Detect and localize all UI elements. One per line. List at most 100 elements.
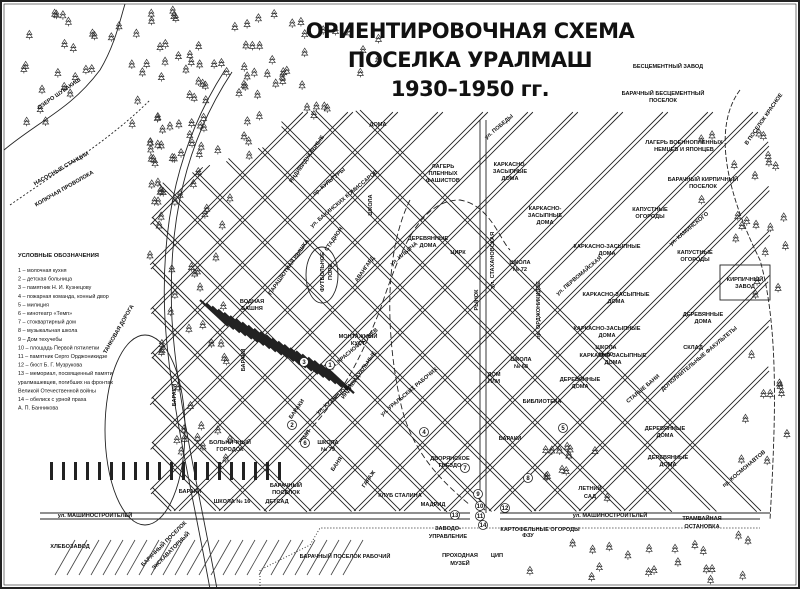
tree-icon xyxy=(243,116,252,126)
barrack-building xyxy=(98,462,101,480)
tree-icon xyxy=(146,137,154,148)
map-label-school68b: № 68 xyxy=(514,364,528,370)
marker-number: 11 xyxy=(477,514,484,520)
map-label-football1: ФУТБОЛЬНОЕ xyxy=(320,252,326,292)
map-label-wood3a: ДЕРЕВЯННЫЕ xyxy=(648,455,689,461)
tree-icon xyxy=(255,40,264,51)
tree-icon xyxy=(133,95,142,106)
tree-icon xyxy=(217,338,225,349)
legend: УСЛОВНЫЕ ОБОЗНАЧЕНИЯ 1 – молочная кухня2… xyxy=(18,253,113,412)
tree-icon xyxy=(738,570,747,581)
railway-west-2 xyxy=(170,71,233,589)
marker-number: 7 xyxy=(463,466,467,472)
tree-icon xyxy=(697,134,705,144)
tree-icon xyxy=(697,194,706,205)
tree-icon xyxy=(177,148,185,158)
tree-icon xyxy=(297,16,305,27)
tree-icon xyxy=(741,413,750,424)
barrack-building xyxy=(325,366,355,395)
tree-icon xyxy=(763,455,771,466)
map-label-tower2: БАШНЯ xyxy=(241,306,263,312)
street-ne-sw xyxy=(149,111,529,491)
worker-barrack xyxy=(282,539,304,576)
tree-icon xyxy=(199,112,208,123)
tree-icon xyxy=(174,50,183,61)
map-label-school16: ШКОЛА № 16 xyxy=(214,499,251,505)
tree-icon xyxy=(250,67,258,78)
tree-icon xyxy=(177,446,185,456)
tree-icon xyxy=(708,130,716,140)
barrack-building xyxy=(266,462,269,480)
tree-icon xyxy=(25,29,34,40)
map-label-school68a: ШКОЛА xyxy=(510,357,531,363)
tree-icon xyxy=(674,557,682,567)
tree-icon xyxy=(240,79,248,90)
map-label-cabbage2b: ОГОРОДЫ xyxy=(680,257,710,263)
tree-icon xyxy=(151,158,159,168)
street-ne-sw xyxy=(150,111,309,270)
barrack-building xyxy=(278,462,281,480)
street-nw-se xyxy=(151,261,401,511)
street-ne-sw xyxy=(493,234,771,512)
legend-item: 1 – молочная кухня xyxy=(18,268,67,274)
tree-icon xyxy=(374,54,383,64)
tree-icon xyxy=(263,68,272,79)
tree-icon xyxy=(345,27,353,37)
tree-icon xyxy=(207,338,216,348)
street-nw-se xyxy=(359,109,762,512)
tree-icon xyxy=(645,543,653,554)
barracks-rows xyxy=(50,299,364,576)
tree-icon xyxy=(60,81,68,92)
worker-barrack xyxy=(174,539,196,576)
map-label-kz1b: ЗАСЫПНЫЕ xyxy=(493,169,527,175)
tree-icon xyxy=(734,530,743,541)
map-label-tower1: ВОДНАЯ xyxy=(240,299,264,305)
legend-heading: УСЛОВНЫЕ ОБОЗНАЧЕНИЯ xyxy=(18,253,99,259)
map-label-brick_v1: БАРАЧНЫЙ КИРПИЧНЫЙ xyxy=(668,175,738,183)
map-label-cip: ЦИП xyxy=(491,553,503,559)
tree-icon xyxy=(169,5,177,16)
street-ne-sw xyxy=(353,111,754,512)
map-label-barracks2: БАРАКИ xyxy=(241,349,247,372)
worker-barrack xyxy=(186,539,208,576)
tree-icon xyxy=(156,186,164,197)
forest-layer xyxy=(20,5,791,585)
street-ne-sw xyxy=(308,111,709,512)
map-label-kz3a: КАРКАСНО- xyxy=(529,206,562,212)
map-label-school72a: ШКОЛА xyxy=(509,260,530,266)
street-ne-sw xyxy=(398,141,769,512)
street-nw-se xyxy=(151,396,267,512)
worker-barrack xyxy=(114,539,136,576)
barrack-building xyxy=(265,334,295,363)
tree-icon xyxy=(752,219,760,230)
map-label-school80a: ШКОЛА xyxy=(595,345,616,351)
tree-icon xyxy=(195,148,204,159)
street-ne-sw xyxy=(628,370,770,512)
tree-icon xyxy=(154,139,162,150)
marker-number: 13 xyxy=(452,513,459,519)
map-label-barracks1: БАРАКИ xyxy=(179,489,202,495)
tree-icon xyxy=(158,344,166,355)
tree-icon xyxy=(222,355,231,366)
street-nw-se xyxy=(281,126,666,511)
tree-icon xyxy=(279,75,287,86)
tree-icon xyxy=(52,9,61,20)
tree-icon xyxy=(217,57,226,68)
tree-icon xyxy=(774,282,782,293)
tree-icon xyxy=(20,63,28,74)
map-label-fascists1: ЛАГЕРЬ xyxy=(432,164,455,170)
barrack-building xyxy=(230,462,233,480)
tree-icon xyxy=(173,434,181,445)
street-ne-sw xyxy=(151,111,439,399)
map-label-wood5a: ДЕРЕВЯННЫЕ xyxy=(408,236,449,242)
tree-icon xyxy=(54,67,62,78)
map-label-mash_street: ул. МАШИНОСТРОИТЕЛЕЙ xyxy=(58,511,133,519)
worker-barrack xyxy=(138,539,160,576)
tree-icon xyxy=(66,88,74,99)
tree-icon xyxy=(150,196,159,206)
map-label-football2: ПОЛЕ xyxy=(328,264,334,280)
legend-item: 14 – обелиск с урной праха xyxy=(18,396,86,403)
railway-west xyxy=(163,69,226,589)
map-label-kz1a: КАРКАСНО- xyxy=(494,162,527,168)
